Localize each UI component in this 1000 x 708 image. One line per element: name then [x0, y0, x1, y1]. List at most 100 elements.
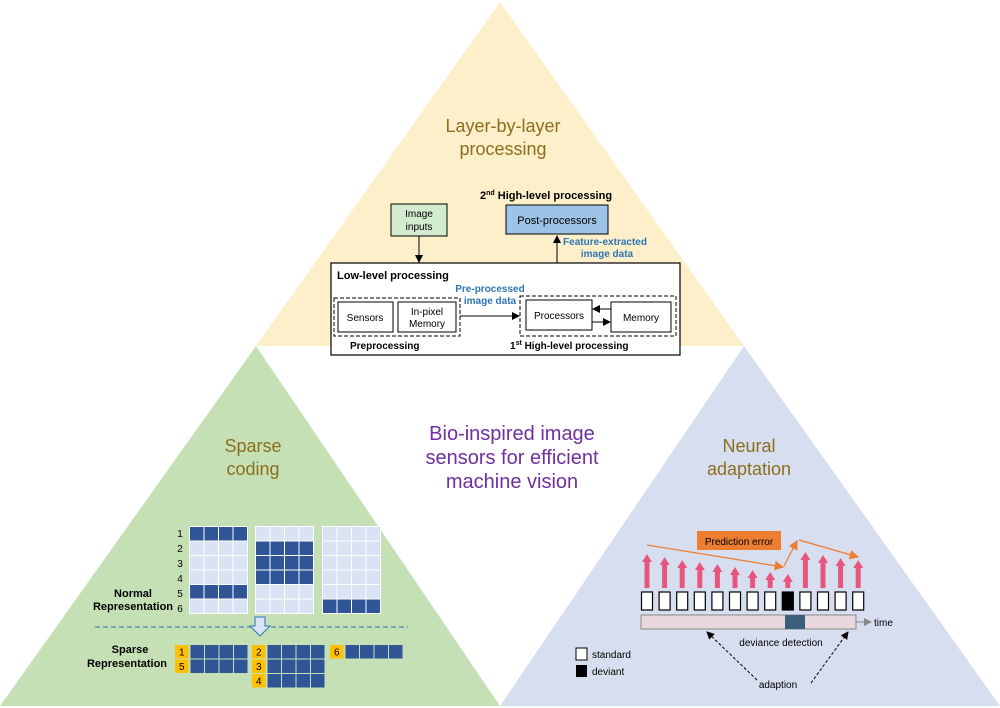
- inpixel-label-2: Memory: [409, 319, 445, 330]
- deviance-detection-label: deviance detection: [739, 638, 822, 649]
- prediction-error-box: [697, 531, 781, 550]
- sparse-badge-number: 4: [256, 677, 262, 688]
- standard-stimulus: [640, 591, 654, 611]
- prediction-arrow-shaft: [802, 559, 808, 588]
- grid-cell: [204, 570, 218, 584]
- prediction-arrow-head: [730, 567, 740, 575]
- prediction-arrow-shaft: [714, 571, 720, 588]
- grid-cell: [219, 645, 233, 659]
- sparse-badge: [252, 674, 266, 688]
- right-triangle: [500, 346, 1000, 706]
- prediction-arrow-head: [677, 560, 688, 568]
- deviant-stimulus: [781, 591, 794, 611]
- grid-cell: [296, 645, 310, 659]
- row-number: 5: [177, 589, 183, 600]
- prediction-arrow-shaft: [679, 567, 685, 588]
- center-title-line2: sensors for efficient: [425, 447, 598, 469]
- preprocessed-label-2: image data: [464, 296, 517, 307]
- feature-extracted-label-1: Feature-extracted: [563, 237, 647, 248]
- grid-cell: [352, 570, 366, 584]
- sparse-badge-number: 2: [256, 648, 262, 659]
- grid-cell: [299, 585, 313, 599]
- standard-stimulus: [693, 591, 706, 611]
- grid-cell: [352, 527, 366, 541]
- grid-cell: [219, 585, 233, 599]
- low-level-label: Low-level processing: [337, 270, 449, 282]
- grid-cell: [270, 570, 284, 584]
- grid-cell: [323, 541, 337, 555]
- prediction-arrow-shaft: [855, 567, 861, 588]
- standard-stimulus: [852, 591, 865, 611]
- grid-cell: [234, 645, 248, 659]
- memory-label: Memory: [623, 313, 659, 324]
- sparse-badge: [330, 645, 344, 659]
- inpixel-memory-box: [397, 301, 457, 333]
- grid-cell: [311, 674, 325, 688]
- grid-cell: [366, 570, 380, 584]
- grid-cell: [270, 556, 284, 570]
- grid-cell: [337, 556, 351, 570]
- normal-grid-frame: [322, 526, 381, 614]
- preprocessing-group: [333, 297, 461, 337]
- grid-cell: [285, 541, 299, 555]
- grid-cell: [299, 570, 313, 584]
- prediction-arrow-shaft: [732, 574, 738, 588]
- prediction-arrow-shaft: [697, 569, 703, 588]
- grid-cell: [352, 585, 366, 599]
- image-inputs-box: [390, 203, 448, 237]
- grid-cell: [256, 527, 270, 541]
- prediction-arrow-head: [642, 554, 652, 562]
- grid-cell: [233, 599, 247, 613]
- prediction-arrow-head: [747, 570, 758, 578]
- prediction-arrow-head: [782, 574, 793, 582]
- deviant-legend-box: [576, 665, 587, 677]
- standard-stimulus: [658, 591, 671, 611]
- grid-cell: [323, 599, 337, 613]
- grid-cell: [219, 556, 233, 570]
- row-number: 4: [177, 574, 183, 585]
- grid-cell: [204, 556, 218, 570]
- grid-cell: [285, 599, 299, 613]
- prediction-arrow-shaft: [820, 562, 826, 588]
- grid-cell: [311, 659, 325, 673]
- grid-cell: [233, 541, 247, 555]
- deviance-marker: [785, 615, 805, 629]
- standard-stimulus: [711, 591, 724, 611]
- grid-cell: [256, 556, 270, 570]
- grid-cell: [219, 599, 233, 613]
- grid-cell: [296, 674, 310, 688]
- normal-grid-frame: [255, 526, 314, 614]
- grid-cell: [256, 541, 270, 555]
- first-high-level-group: [519, 295, 677, 337]
- grid-cell: [270, 585, 284, 599]
- normal-grids: [189, 526, 381, 614]
- deviant-legend-label: deviant: [592, 667, 624, 678]
- first-high-level-label: 1st High-level processing: [510, 340, 629, 352]
- grid-cell: [282, 659, 296, 673]
- stimulus-boxes: [640, 591, 865, 611]
- prediction-arrow-shaft: [662, 564, 668, 588]
- grid-cell: [233, 527, 247, 541]
- grid-cell: [366, 585, 380, 599]
- standard-stimulus: [764, 591, 777, 611]
- grid-cell: [337, 527, 351, 541]
- grid-cell: [323, 570, 337, 584]
- time-label: time: [874, 618, 893, 629]
- post-processors-box: [505, 204, 609, 235]
- row-number: 6: [177, 604, 183, 615]
- grid-cell: [267, 659, 281, 673]
- standard-stimulus: [746, 591, 759, 611]
- sparse-badge-number: 3: [256, 662, 262, 673]
- top-triangle: [256, 2, 744, 346]
- sparse-badge-number: 1: [179, 648, 185, 659]
- grid-cell: [190, 527, 204, 541]
- sparse-badge-number: 5: [179, 662, 185, 673]
- prediction-arrow-head: [712, 564, 723, 572]
- grid-cell: [204, 541, 218, 555]
- grid-cell: [352, 599, 366, 613]
- right-title-line2: adaptation: [707, 459, 791, 479]
- sparse-representation-label-1: Sparse: [112, 644, 149, 656]
- grid-cell: [282, 674, 296, 688]
